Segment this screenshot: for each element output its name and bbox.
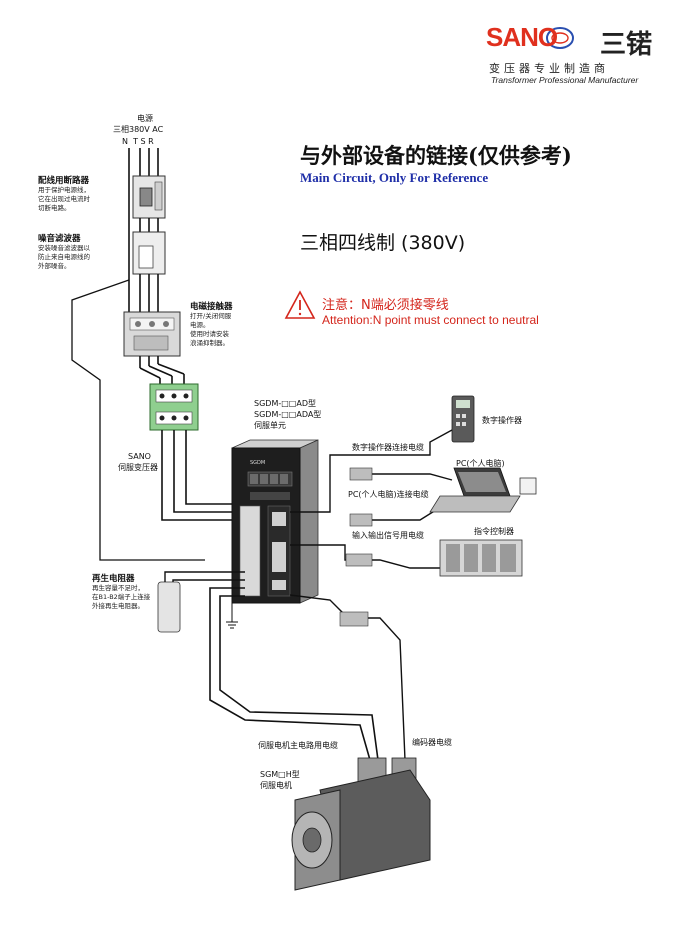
sano-logo-icon (546, 27, 574, 49)
breaker-title: 配线用断路器 (38, 176, 90, 186)
filter-title: 噪音滤波器 (38, 234, 81, 244)
breaker-desc-1: 用于保护电源线， (38, 186, 90, 194)
brand-logo-text: SANO (486, 22, 558, 52)
breaker-to-filter-wires (139, 218, 159, 232)
warning-text-cn: 注意：N端必须接零线 (322, 298, 449, 313)
servo-unit (231, 439, 319, 604)
digital-operator-label: 数字操作器 (482, 416, 522, 425)
motor-name-label: 伺服电机 (260, 781, 292, 790)
servo-unit-name: 伺服单元 (254, 421, 286, 430)
floppy-disk-icon (519, 477, 537, 495)
comm-cables (290, 429, 453, 569)
transformer-brand: SANO (128, 452, 151, 461)
servo-front-label: SGDM (250, 460, 266, 466)
pc-laptop (429, 467, 537, 513)
warning-text-en: Attention:N point must connect to neutra… (322, 313, 539, 327)
ground-icon (226, 603, 238, 629)
noise-filter (132, 231, 166, 275)
digital-operator (451, 395, 475, 443)
controller-label: 指令控制器 (474, 527, 514, 536)
circuit-breaker (132, 175, 166, 219)
servo-model-1: SGDM-□□AD型 (254, 399, 316, 408)
io-cable-label: 输入输出信号用电缆 (352, 531, 424, 540)
power-label: 电源 (137, 114, 153, 123)
pc-label: PC(个人电脑) (456, 459, 505, 468)
ground-wire (71, 279, 205, 561)
breaker-desc-2: 它在出现过电流时 (38, 195, 90, 203)
digital-operator-cable-label: 数字操作器连接电缆 (352, 443, 424, 452)
filter-desc-3: 外部噪音。 (38, 262, 71, 270)
filter-desc-2: 防止来自电源线的 (38, 253, 90, 261)
page-title-en: Main Circuit, Only For Reference (300, 170, 489, 185)
transformer-name: 伺服变压器 (118, 463, 158, 472)
page-title-cn: 与外部设备的链接(仅供参考) (300, 143, 572, 168)
motor-main-cable-label: 伺服电机主电路用电缆 (258, 741, 338, 750)
page-subtitle: 三相四线制 (380V) (300, 232, 466, 254)
cable-connectors (345, 467, 373, 567)
contactor-desc-3: 使用时请安装 (190, 330, 229, 338)
encoder-cable-label: 编码器电缆 (412, 738, 452, 747)
regen-wires (164, 571, 245, 582)
regen-desc-3: 外接再生电阻器。 (92, 602, 144, 610)
contactor-title: 电磁接触器 (190, 302, 233, 312)
regen-resistor (157, 581, 181, 633)
encoder-connector (339, 611, 369, 627)
regen-title: 再生电阻器 (92, 574, 135, 584)
regen-desc-2: 在B1-B2端子上连接 (92, 593, 151, 601)
filter-desc-1: 安装噪音滤波器以 (38, 244, 90, 252)
regen-desc-1: 再生容量不足时， (92, 584, 144, 592)
breaker-desc-3: 切断电路。 (38, 204, 71, 212)
motor-model-label: SGM□H型 (260, 770, 300, 779)
pc-cable-label: PC(个人电脑)连接电缆 (348, 490, 429, 499)
command-controller (439, 539, 523, 577)
brand-cn-name: 三锘 (600, 30, 653, 60)
servo-model-2: SGDM-□□ADA型 (254, 410, 322, 419)
power-input-wires (128, 148, 159, 330)
power-terminals-label: N T S R (122, 137, 154, 146)
tagline-en: Transformer Professional Manufacturer (491, 75, 639, 85)
magnetic-contactor (123, 311, 181, 357)
servo-motor (291, 757, 431, 891)
tagline-cn: 变压器专业制造商 (489, 62, 609, 75)
servo-transformer (149, 383, 199, 431)
warning-icon (284, 290, 316, 319)
transformer-to-servo-wires (161, 430, 245, 521)
power-voltage-label: 三相380V AC (113, 125, 164, 134)
contactor-desc-1: 打开/关闭伺服 (190, 312, 232, 320)
motor-main-cable (209, 587, 379, 761)
contactor-desc-4: 浪涌抑制器。 (190, 339, 229, 347)
filter-to-contactor-wires (139, 274, 159, 312)
contactor-desc-2: 电源。 (190, 321, 210, 329)
